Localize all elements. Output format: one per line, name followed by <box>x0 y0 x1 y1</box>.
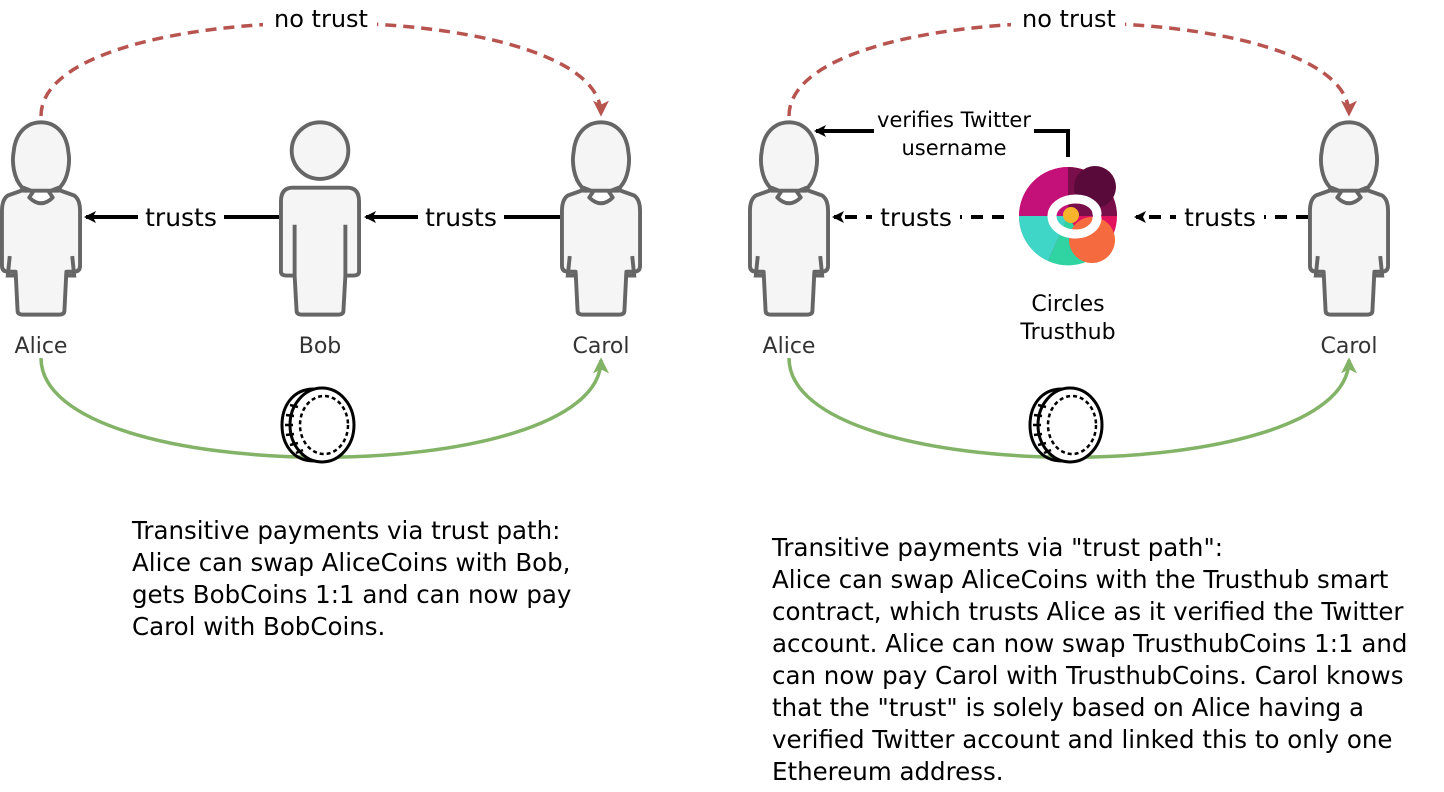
label-bg <box>874 108 1034 160</box>
description-line: account. Alice can now swap TrusthubCoin… <box>772 629 1408 658</box>
label-bg <box>1011 2 1125 34</box>
description-line: Carol with BobCoins. <box>132 612 386 641</box>
trusts-label: trusts <box>880 203 952 232</box>
coin-icon <box>1028 386 1104 464</box>
female-person-icon <box>748 120 830 317</box>
verifies-label-line1: verifies Twitter <box>877 108 1031 132</box>
female-person-icon <box>0 120 82 317</box>
no-trust-label: no trust <box>1022 5 1116 33</box>
description-line: Transitive payments via "trust path": <box>772 533 1223 562</box>
coin-icon <box>280 386 356 464</box>
person-name-alice: Alice <box>15 334 68 359</box>
no-trust-label: no trust <box>274 5 368 33</box>
no-trust-arrow <box>39 21 609 117</box>
female-person-icon <box>560 120 642 317</box>
verifies-label-line2: username <box>902 136 1007 160</box>
person-name-alice: Alice <box>763 334 816 359</box>
description-line: Alice can swap AliceCoins with Bob, <box>132 548 571 577</box>
description-line: can now pay Carol with TrusthubCoins. Ca… <box>772 661 1404 690</box>
trusts-label: trusts <box>145 203 217 232</box>
description-line: Alice can swap AliceCoins with the Trust… <box>772 565 1389 594</box>
person-name-carol: Carol <box>573 334 630 359</box>
trusthub-name-line1: Circles <box>1031 292 1104 317</box>
left-description: Transitive payments via trust path: Alic… <box>132 515 571 643</box>
description-line: that the "trust" is solely based on Alic… <box>772 693 1365 722</box>
label-bg <box>1176 200 1264 234</box>
label-bg <box>418 200 504 234</box>
person-name-bob: Bob <box>299 334 342 359</box>
label-bg <box>138 200 224 234</box>
label-bg <box>872 200 960 234</box>
no-trust-arrow <box>787 21 1357 117</box>
label-bg <box>263 2 377 34</box>
right-diagram: no trust Alice Carol Circles Trusthub ve… <box>748 2 1390 464</box>
trusts-label: trusts <box>1184 203 1256 232</box>
description-line: contract, which trusts Alice as it verif… <box>772 597 1404 626</box>
male-person-icon <box>279 120 361 317</box>
person-name-carol: Carol <box>1321 334 1378 359</box>
circles-logo-icon <box>1018 166 1117 266</box>
description-line: Ethereum address. <box>772 757 1004 786</box>
description-line: Transitive payments via trust path: <box>132 516 561 545</box>
trusthub-name-line2: Trusthub <box>1019 320 1115 345</box>
description-line: gets BobCoins 1:1 and can now pay <box>132 580 572 609</box>
left-diagram: no trust Alice Bob Carol trusts trusts <box>0 2 642 464</box>
description-line: verified Twitter account and linked this… <box>772 725 1393 754</box>
female-person-icon <box>1308 120 1390 317</box>
right-description: Transitive payments via "trust path": Al… <box>772 532 1407 788</box>
trusts-label: trusts <box>425 203 497 232</box>
